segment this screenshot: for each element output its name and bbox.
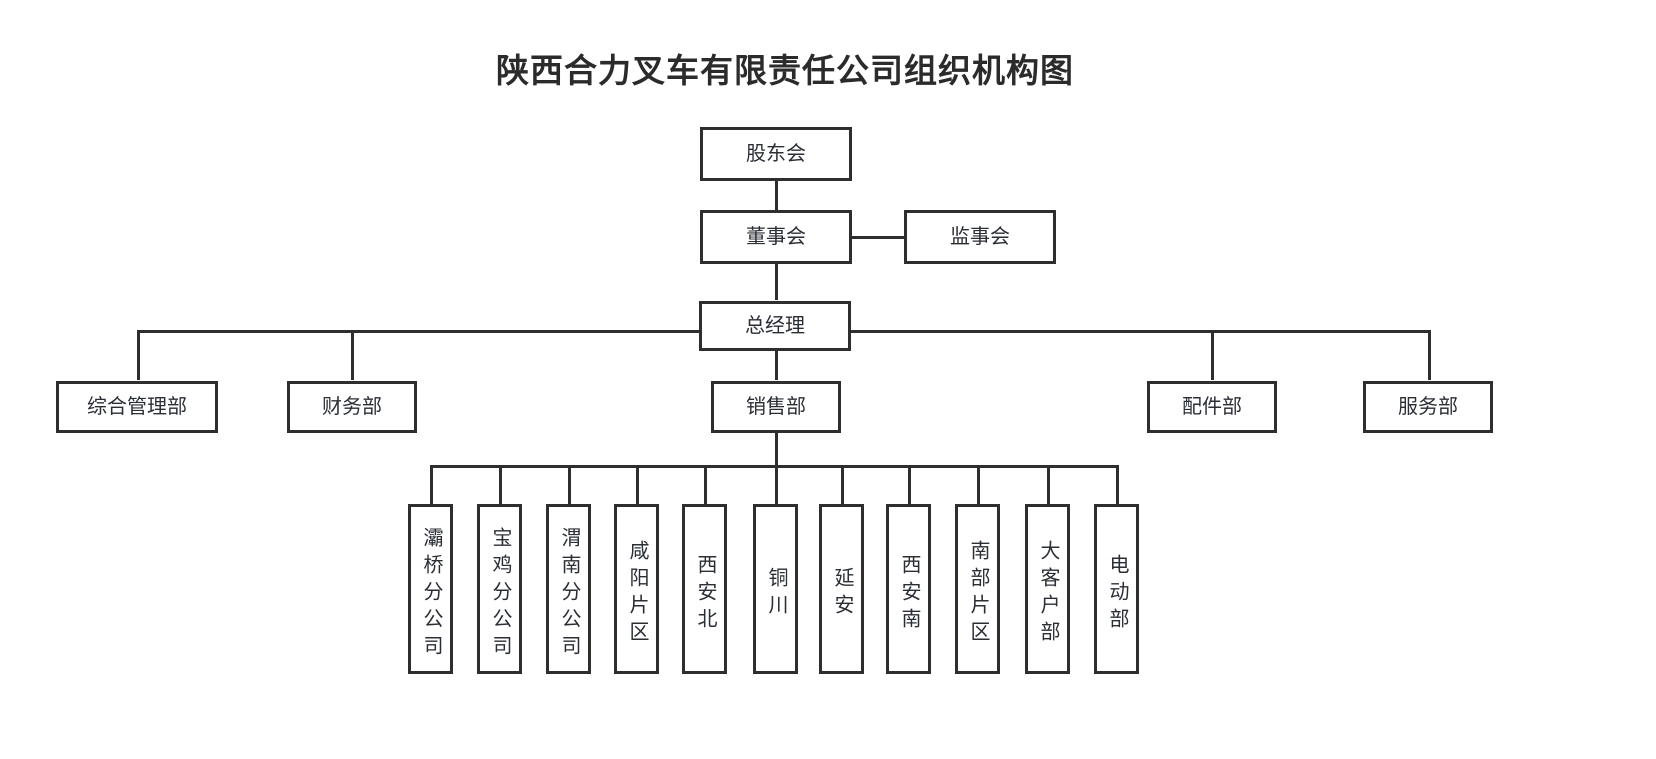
drop-from-sales xyxy=(775,432,778,468)
sales-units-bus xyxy=(430,465,1117,468)
node-general-manager[interactable]: 总经理 xyxy=(699,301,851,351)
drop-to-dept-2 xyxy=(775,350,778,380)
drop-to-sales-unit-1 xyxy=(499,465,502,505)
drop-to-sales-unit-10 xyxy=(1116,465,1119,505)
node-sales-unit-electric[interactable]: 电动部 xyxy=(1094,504,1139,674)
node-board-of-supervisors[interactable]: 监事会 xyxy=(904,210,1056,264)
drop-to-sales-unit-9 xyxy=(1047,465,1050,505)
drop-to-sales-unit-0 xyxy=(430,465,433,505)
node-sales-unit-xian-north[interactable]: 西安北 xyxy=(682,504,727,674)
node-shareholders[interactable]: 股东会 xyxy=(700,127,852,181)
node-sales-unit-baoji[interactable]: 宝鸡分公司 xyxy=(477,504,522,674)
node-department-general-admin[interactable]: 综合管理部 xyxy=(56,381,218,433)
drop-to-sales-unit-2 xyxy=(568,465,571,505)
node-sales-unit-yanan[interactable]: 延安 xyxy=(819,504,864,674)
drop-to-dept-0 xyxy=(137,330,140,380)
node-sales-unit-baqiao[interactable]: 灞桥分公司 xyxy=(408,504,453,674)
drop-to-sales-unit-3 xyxy=(636,465,639,505)
node-department-sales[interactable]: 销售部 xyxy=(711,381,841,433)
department-bus-left xyxy=(137,330,700,333)
drop-to-dept-4 xyxy=(1428,330,1431,380)
drop-to-sales-unit-8 xyxy=(977,465,980,505)
page-title: 陕西合力叉车有限责任公司组织机构图 xyxy=(496,52,1074,89)
node-sales-unit-tongchuan[interactable]: 铜川 xyxy=(753,504,798,674)
node-sales-unit-xian-south[interactable]: 西安南 xyxy=(886,504,931,674)
drop-to-sales-unit-5 xyxy=(775,465,778,505)
node-sales-unit-southern-region[interactable]: 南部片区 xyxy=(955,504,1000,674)
drop-to-sales-unit-7 xyxy=(908,465,911,505)
drop-to-dept-3 xyxy=(1211,330,1214,380)
connector-board-to-supervisors xyxy=(852,236,905,239)
drop-to-sales-unit-6 xyxy=(841,465,844,505)
connector-shareholders-to-board xyxy=(775,180,778,212)
department-bus-right xyxy=(850,330,1431,333)
node-department-service[interactable]: 服务部 xyxy=(1363,381,1493,433)
drop-to-dept-1 xyxy=(351,330,354,380)
node-board-of-directors[interactable]: 董事会 xyxy=(700,210,852,264)
node-department-finance[interactable]: 财务部 xyxy=(287,381,417,433)
node-sales-unit-key-accounts[interactable]: 大客户部 xyxy=(1025,504,1070,674)
node-department-parts[interactable]: 配件部 xyxy=(1147,381,1277,433)
node-sales-unit-xianyang[interactable]: 咸阳片区 xyxy=(614,504,659,674)
connector-board-to-gm xyxy=(775,264,778,300)
node-sales-unit-weinan[interactable]: 渭南分公司 xyxy=(546,504,591,674)
drop-to-sales-unit-4 xyxy=(704,465,707,505)
